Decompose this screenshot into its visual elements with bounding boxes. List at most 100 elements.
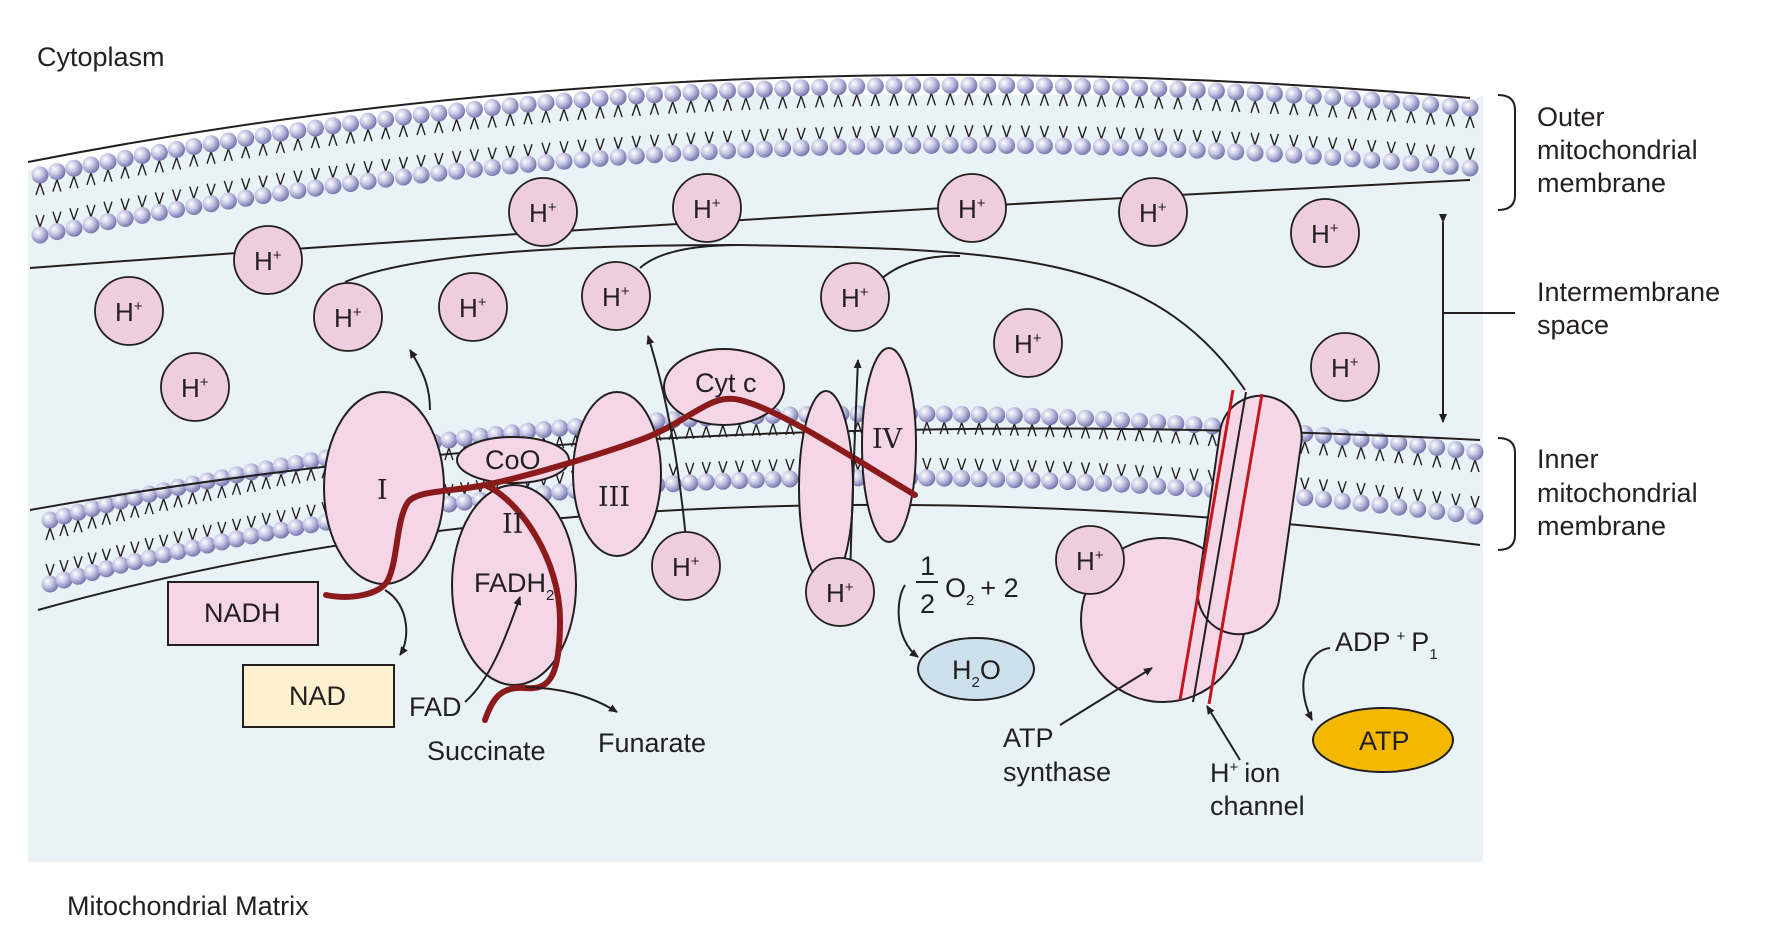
lipid-head: [1402, 94, 1420, 112]
lipid-head: [202, 135, 220, 153]
proton-label: H+: [1076, 546, 1104, 576]
lipid-head: [664, 145, 682, 163]
inner-membrane-bracket: [1497, 437, 1516, 551]
atp-ellipse: [1312, 707, 1454, 773]
complex-4-right: [861, 347, 917, 543]
lipid-head: [609, 148, 627, 166]
atp-synthase-label-1: ATP: [1003, 723, 1054, 753]
lipid-head: [811, 78, 829, 96]
lipid-head: [1016, 137, 1034, 155]
lipid-head: [1409, 500, 1427, 518]
nadh-to-nad-arrow: [384, 589, 408, 656]
lipid-head: [1094, 410, 1112, 428]
lipid-head: [1131, 139, 1149, 157]
lipid-head: [1333, 428, 1351, 446]
ion-channel-label-2: channel: [1210, 791, 1305, 821]
lipid-head: [289, 182, 307, 200]
lipid-head: [935, 469, 953, 487]
lipid-head: [306, 179, 324, 197]
lipid-head: [935, 405, 953, 423]
lipid-head: [1422, 96, 1440, 114]
lipid-head: [1059, 473, 1077, 491]
lipid-head: [341, 115, 359, 133]
outer-membrane: [27, 73, 1479, 244]
lipid-head: [1265, 145, 1283, 163]
lipid-head: [1023, 407, 1041, 425]
lipid-head: [341, 175, 359, 193]
lipid-head: [272, 457, 290, 475]
proton-ion: H+: [937, 173, 1007, 243]
lipid-head: [1246, 144, 1264, 162]
lipid-head: [1005, 407, 1023, 425]
lipid-head: [394, 168, 412, 186]
lipid-head: [1073, 137, 1091, 155]
lipid-head: [302, 516, 320, 534]
ion-channel-line-1: [1178, 389, 1235, 701]
lipid-head: [774, 139, 792, 157]
lipid-head: [573, 91, 591, 109]
lipid-head: [1167, 478, 1185, 496]
lipid-head: [324, 177, 342, 195]
proton-line-c3: [639, 244, 741, 269]
lipid-head: [213, 533, 231, 551]
lipid-head: [609, 88, 627, 106]
lipid-head: [1314, 490, 1332, 508]
water-label: H2O: [952, 655, 1001, 691]
proton-ion: H+: [1290, 198, 1360, 268]
lipid-head: [287, 454, 305, 472]
water-ellipse: [917, 637, 1035, 701]
lipid-head: [535, 421, 553, 439]
lipid-head: [1352, 430, 1370, 448]
lipid-head: [1466, 443, 1484, 461]
lipid-head: [150, 143, 168, 161]
lipid-head: [551, 483, 569, 501]
lipid-head: [922, 136, 940, 154]
lipid-head: [719, 82, 736, 100]
cytc-label: Cyt c: [695, 368, 757, 398]
proton-label: H+: [254, 246, 282, 276]
lipid-head: [1390, 434, 1408, 452]
lipid-head: [1149, 477, 1167, 495]
atp-synthase-callout: [1059, 667, 1153, 726]
oxygen-to-water-arrow: [897, 584, 919, 658]
lipid-head: [465, 160, 483, 178]
lipid-head: [169, 478, 187, 496]
lipid-head: [1461, 99, 1479, 117]
ion-channel-line-2: [1192, 391, 1247, 703]
proton-label: H+: [115, 297, 143, 327]
lipid-head: [960, 136, 978, 154]
ion-channel-callout: [1206, 705, 1241, 761]
lipid-head: [359, 112, 377, 130]
lipid-head: [1304, 147, 1322, 165]
lipid-head: [202, 195, 220, 213]
lipid-head: [82, 216, 100, 234]
pump-arrow-c1: [409, 349, 431, 411]
lipid-head: [359, 172, 377, 190]
lipid-head: [1324, 148, 1342, 166]
lipid-head: [185, 138, 203, 156]
outer-membrane-outer-edge: [27, 73, 1471, 163]
nadh-label: NADH: [204, 598, 281, 628]
lipid-head: [116, 210, 134, 228]
lipid-head: [302, 452, 320, 470]
proton-label: H+: [826, 578, 854, 608]
lipid-head: [537, 154, 555, 172]
lipid-head: [747, 471, 765, 489]
lipid-head: [960, 76, 978, 94]
lipid-head: [941, 76, 959, 94]
half-numerator: 1: [920, 551, 935, 581]
lipid-head: [1185, 480, 1203, 498]
coq-label: CoO: [485, 445, 541, 475]
lipid-head: [1428, 502, 1446, 520]
lipid-head: [811, 138, 829, 156]
lipid-head: [591, 89, 609, 107]
lipid-head: [440, 431, 458, 449]
half-denominator: 2: [920, 589, 935, 619]
lipid-head: [682, 84, 700, 102]
lipid-head: [627, 87, 645, 105]
lipid-head: [1461, 159, 1479, 177]
lipid-head: [1112, 411, 1130, 429]
proton-label: H+: [1139, 198, 1167, 228]
